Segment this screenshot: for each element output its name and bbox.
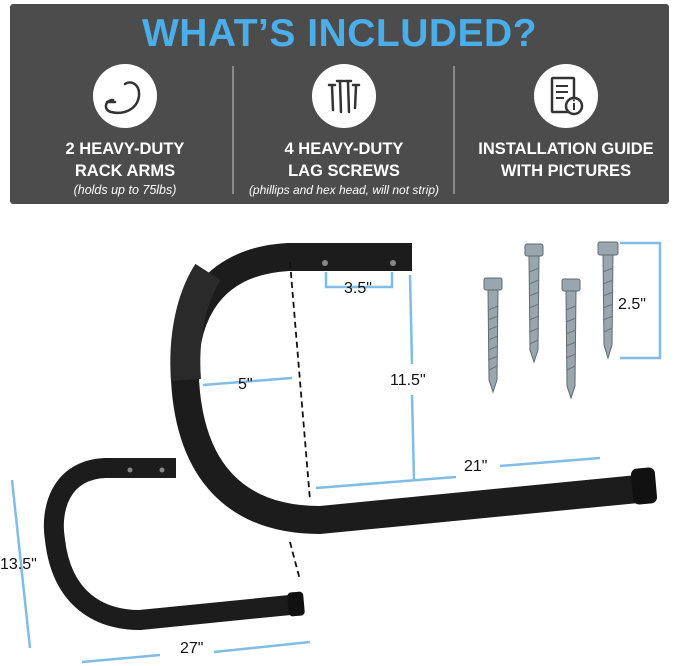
- dim-small-length: 27": [180, 640, 204, 657]
- item-guide-line1: INSTALLATION GUIDE: [478, 140, 654, 158]
- dim-large-height: 11.5": [390, 372, 426, 389]
- item-lag-screws-line2: LAG SCREWS: [288, 162, 400, 180]
- large-rack-arm: [170, 243, 650, 534]
- item-rack-arms-line2: RACK ARMS: [74, 162, 176, 180]
- dim-large-length: 21": [464, 458, 488, 475]
- banner-divider: [232, 66, 234, 194]
- item-rack-arms-line1: 2 HEAVY-DUTY: [65, 140, 185, 158]
- item-rack-arms: 2 HEAVY-DUTY RACK ARMS (holds up to 75lb…: [15, 64, 235, 200]
- item-guide-line2: WITH PICTURES: [500, 162, 632, 180]
- dim-top-width: 3.5": [344, 280, 372, 297]
- banner-title: WHAT’S INCLUDED?: [141, 12, 538, 55]
- banner-divider: [453, 66, 455, 194]
- whats-included-banner: WHAT’S INCLUDED? 2 HEAVY-DUTY RACK ARMS …: [10, 4, 669, 204]
- item-lag-screws-note: (phillips and hex head, will not strip): [248, 183, 440, 197]
- lag-screw: [483, 241, 619, 400]
- hook-icon: [93, 64, 157, 128]
- item-lag-screws-line1: 4 HEAVY-DUTY: [284, 140, 404, 158]
- screws-icon: [312, 64, 376, 128]
- item-rack-arms-note: (holds up to 75lbs): [73, 183, 177, 197]
- dim-small-height: 13.5": [0, 556, 37, 573]
- item-lag-screws: 4 HEAVY-DUTY LAG SCREWS (phillips and he…: [234, 64, 454, 200]
- guide-book-icon: [534, 64, 598, 128]
- item-installation-guide: INSTALLATION GUIDE WITH PICTURES: [456, 64, 676, 200]
- small-rack-arm: [43, 458, 301, 630]
- dim-inner-depth: 5": [238, 376, 253, 393]
- dim-screw-length: 2.5": [618, 296, 646, 313]
